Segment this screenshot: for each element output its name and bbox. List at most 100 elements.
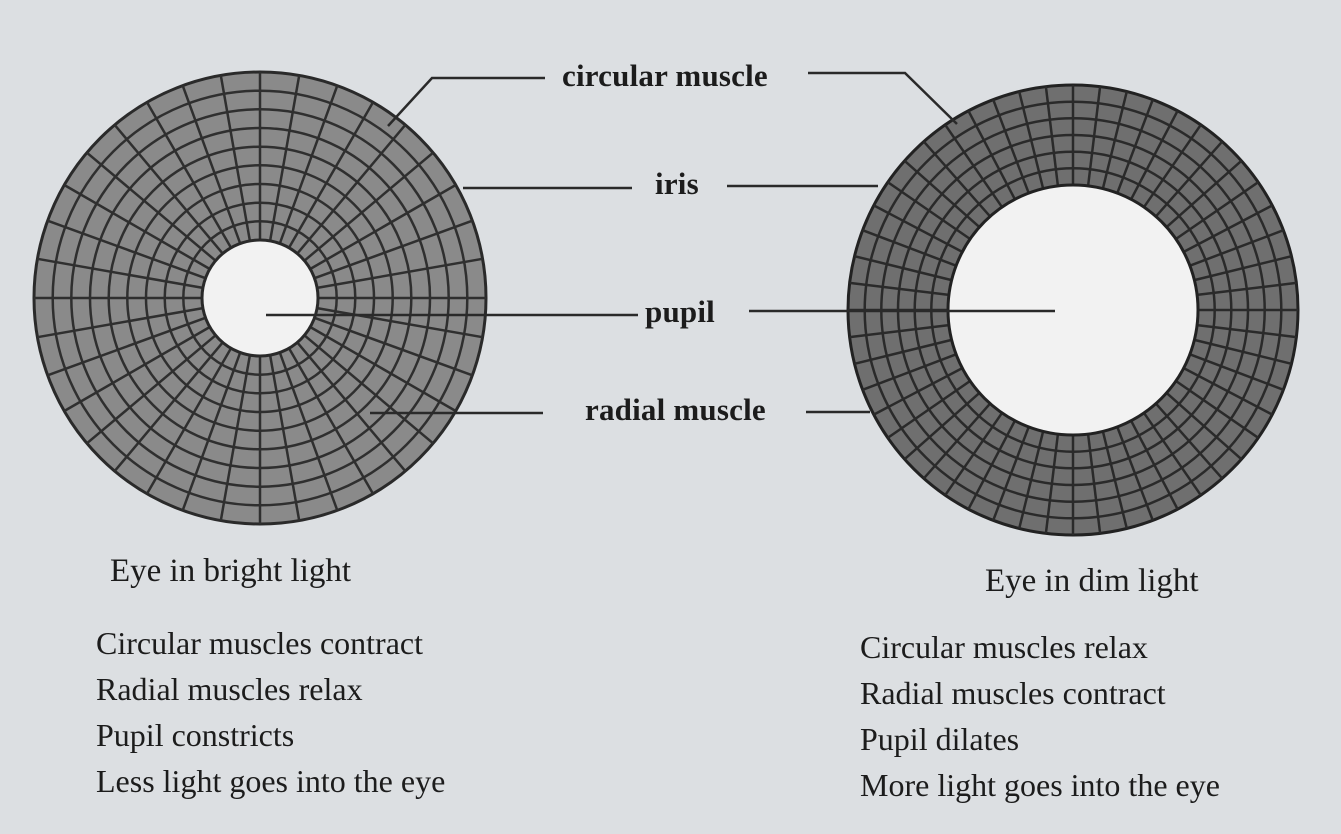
leader-circular-right bbox=[808, 71, 958, 125]
radial-muscle-line bbox=[303, 151, 434, 262]
radial-muscle-line bbox=[145, 347, 233, 495]
radial-muscle-line bbox=[887, 379, 971, 439]
radial-muscle-line bbox=[903, 159, 981, 229]
radial-muscle-line bbox=[1154, 402, 1224, 480]
radial-muscle-line bbox=[1101, 91, 1129, 189]
radial-muscle-line bbox=[922, 402, 992, 480]
radial-muscle-line bbox=[1175, 181, 1259, 241]
leader-circular-left bbox=[387, 76, 545, 127]
radial-muscle-line bbox=[1017, 431, 1045, 529]
notes-bright-light: Circular muscles contract Radial muscles… bbox=[96, 620, 445, 804]
radial-muscle-line bbox=[1116, 99, 1154, 194]
radial-muscle-line bbox=[314, 316, 473, 377]
radial-muscle-line bbox=[1189, 229, 1284, 267]
radial-muscle-line bbox=[1165, 391, 1243, 461]
radial-muscle-line bbox=[1194, 254, 1292, 282]
radial-muscle-line bbox=[849, 323, 950, 339]
radial-muscle-line bbox=[1129, 420, 1179, 510]
note-item: Circular muscles contract bbox=[96, 625, 423, 661]
radial-muscle-line bbox=[903, 391, 981, 461]
radial-muscle-line bbox=[854, 338, 952, 366]
radial-muscle-line bbox=[63, 183, 211, 271]
radial-muscle-line bbox=[1154, 140, 1224, 218]
radial-muscle-line bbox=[1165, 159, 1243, 229]
radial-muscle-line bbox=[873, 204, 963, 254]
radial-muscle-line bbox=[1142, 124, 1202, 208]
radial-muscle-line bbox=[967, 110, 1017, 200]
radial-muscle-line bbox=[1142, 412, 1202, 496]
radial-muscle-line bbox=[47, 219, 206, 280]
label-radial-muscle: radial muscle bbox=[585, 392, 766, 427]
radial-muscle-line bbox=[1175, 379, 1259, 439]
radial-muscle-line bbox=[1196, 323, 1297, 339]
radial-muscle-line bbox=[1183, 366, 1273, 416]
radial-muscle-line bbox=[1044, 433, 1060, 534]
note-item: Radial muscles contract bbox=[860, 675, 1166, 711]
radial-muscle-line bbox=[887, 181, 971, 241]
radial-muscle-line bbox=[309, 325, 457, 413]
radial-muscle-line bbox=[278, 85, 339, 244]
muscle-grid-bright bbox=[34, 72, 486, 524]
radial-muscle-line bbox=[86, 334, 217, 445]
note-item: More light goes into the eye bbox=[860, 767, 1220, 803]
eye-bright-light bbox=[32, 70, 488, 526]
radial-muscle-line bbox=[219, 354, 252, 521]
radial-muscle-line bbox=[37, 306, 204, 339]
radial-muscle-line bbox=[37, 257, 204, 290]
radial-muscle-line bbox=[1044, 86, 1060, 187]
label-circular-muscle: circular muscle bbox=[562, 58, 768, 93]
radial-muscle-line bbox=[1129, 110, 1179, 200]
radial-muscle-line bbox=[113, 124, 224, 255]
radial-muscle-line bbox=[287, 347, 375, 495]
radial-muscle-line bbox=[922, 140, 992, 218]
radial-muscle-line bbox=[1017, 91, 1045, 189]
radial-muscle-line bbox=[1086, 86, 1102, 187]
pupil-bright bbox=[200, 238, 320, 358]
radial-muscle-line bbox=[278, 352, 339, 511]
radial-muscle-line bbox=[1086, 433, 1102, 534]
radial-muscle-line bbox=[849, 281, 950, 297]
radial-muscle-line bbox=[316, 257, 483, 290]
radial-muscle-line bbox=[296, 124, 407, 255]
radial-muscle-line bbox=[1183, 204, 1273, 254]
radial-muscle-line bbox=[219, 75, 252, 242]
radial-muscle-line bbox=[316, 306, 483, 339]
note-item: Pupil constricts bbox=[96, 717, 295, 753]
radial-muscle-line bbox=[268, 75, 301, 242]
radial-muscle-line bbox=[145, 101, 233, 249]
radial-muscle-line bbox=[63, 325, 211, 413]
radial-muscle-line bbox=[303, 334, 434, 445]
radial-muscle-line bbox=[944, 124, 1004, 208]
caption-bright-light: Eye in bright light bbox=[110, 553, 352, 589]
radial-muscle-line bbox=[862, 229, 957, 267]
radial-muscle-line bbox=[309, 183, 457, 271]
note-item: Circular muscles relax bbox=[860, 629, 1148, 665]
eye-dim-light bbox=[846, 83, 1300, 537]
radial-muscle-line bbox=[1116, 426, 1154, 521]
radial-muscle-line bbox=[1196, 281, 1297, 297]
radial-muscle-line bbox=[113, 341, 224, 472]
radial-muscle-line bbox=[314, 219, 473, 280]
radial-muscle-line bbox=[944, 412, 1004, 496]
caption-dim-light: Eye in dim light bbox=[985, 563, 1199, 599]
radial-muscle-line bbox=[992, 426, 1030, 521]
radial-muscle-line bbox=[854, 254, 952, 282]
label-iris: iris bbox=[655, 166, 699, 201]
radial-muscle-line bbox=[86, 151, 217, 262]
radial-muscle-line bbox=[862, 353, 957, 391]
radial-muscle-line bbox=[1189, 353, 1284, 391]
radial-muscle-line bbox=[1194, 338, 1292, 366]
radial-muscle-line bbox=[287, 101, 375, 249]
note-item: Pupil dilates bbox=[860, 721, 1020, 757]
radial-muscle-line bbox=[47, 316, 206, 377]
radial-muscle-line bbox=[1101, 431, 1129, 529]
radial-muscle-line bbox=[873, 366, 963, 416]
leader-lines bbox=[266, 71, 1055, 415]
radial-muscle-line bbox=[967, 420, 1017, 510]
radial-muscle-line bbox=[181, 85, 242, 244]
note-item: Radial muscles relax bbox=[96, 671, 363, 707]
note-item: Less light goes into the eye bbox=[96, 763, 446, 799]
radial-muscle-line bbox=[268, 354, 301, 521]
radial-muscle-line bbox=[296, 341, 407, 472]
